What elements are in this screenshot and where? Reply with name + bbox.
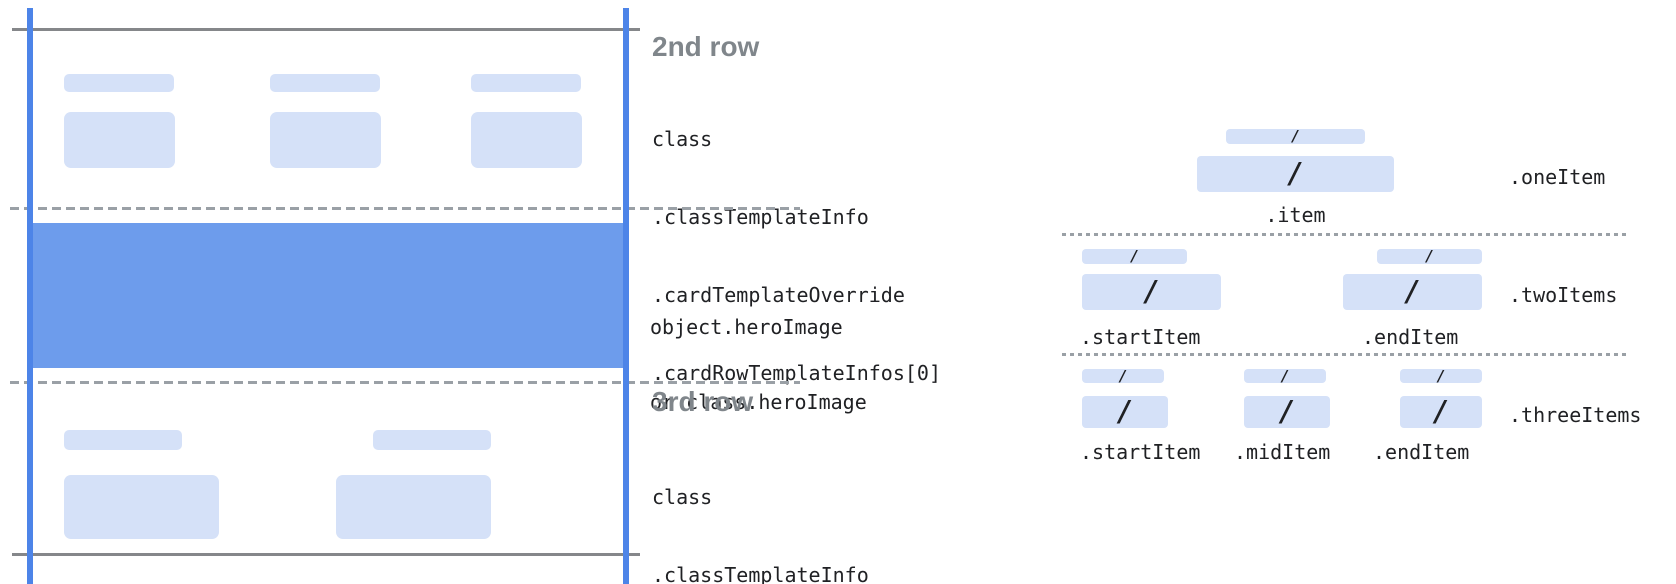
group-label-threeitems: .threeItems <box>1509 403 1642 427</box>
row2-code-line: class <box>652 127 713 151</box>
item-label: .startItem <box>1080 325 1201 349</box>
slash-glyph: / <box>1436 366 1446 385</box>
slash-glyph: / <box>1424 247 1435 265</box>
field-label-chip <box>270 74 380 92</box>
field-value-chip <box>64 475 219 539</box>
slash-glyph: / <box>1432 395 1450 428</box>
item-chip-small: / <box>1082 249 1187 264</box>
row3-code-line: .classTemplateInfo <box>652 563 869 584</box>
guide-line-left <box>27 8 33 584</box>
hero-code-block: object.heroImage or class.heroImage <box>650 266 867 464</box>
item-chip-large: / <box>1197 156 1394 192</box>
item-chip-small: / <box>1244 366 1326 385</box>
item-label: .endItem <box>1373 440 1470 464</box>
field-label-chip <box>64 74 174 92</box>
slash-glyph: / <box>1290 127 1301 145</box>
row2-heading: 2nd row <box>652 31 760 62</box>
item-chip-small: / <box>1082 366 1164 385</box>
item-chip-large: / <box>1244 396 1330 428</box>
layout-divider <box>1062 233 1630 236</box>
hero-image-band <box>33 223 629 368</box>
item-chip-small: / <box>1226 129 1365 144</box>
card-bottom-border <box>12 553 640 556</box>
field-label-chip <box>373 430 491 450</box>
row-divider-top <box>10 207 800 210</box>
field-value-chip <box>471 112 582 168</box>
field-label-chip <box>64 430 182 450</box>
field-value-chip <box>336 475 491 539</box>
slash-glyph: / <box>1280 366 1290 385</box>
guide-line-right <box>623 8 629 584</box>
item-chip-small: / <box>1400 366 1482 385</box>
item-chip-large: / <box>1400 396 1482 428</box>
slash-glyph: / <box>1404 275 1421 308</box>
item-label: .startItem <box>1080 440 1201 464</box>
slash-glyph: / <box>1278 395 1296 428</box>
group-label-twoitems: .twoItems <box>1509 283 1618 307</box>
hero-code-line: or class.heroImage <box>650 390 867 414</box>
item-chip-large: / <box>1082 274 1221 310</box>
hero-code-line: object.heroImage <box>650 315 843 339</box>
slash-glyph: / <box>1118 366 1128 385</box>
row3-code-line: class <box>652 485 713 509</box>
item-label: .midItem <box>1234 440 1331 464</box>
row3-code-block: class .classTemplateInfo .cardTemplateOv… <box>652 434 941 584</box>
card-top-border <box>12 28 640 31</box>
row2-code-line: .cardTemplateOverride <box>652 283 905 307</box>
row-divider-bottom <box>10 381 800 384</box>
field-value-chip <box>64 112 175 168</box>
item-chip-small: / <box>1377 249 1482 264</box>
row3-heading: 3rd row <box>652 386 754 417</box>
group-label-oneitem: .oneItem <box>1509 165 1606 189</box>
item-label: .item <box>1265 203 1326 227</box>
item-chip-large: / <box>1082 396 1168 428</box>
layout-divider <box>1062 353 1630 356</box>
field-value-chip <box>270 112 381 168</box>
item-label: .endItem <box>1362 325 1459 349</box>
slash-glyph: / <box>1143 275 1160 308</box>
item-chip-large: / <box>1343 274 1482 310</box>
slash-glyph: / <box>1116 395 1134 428</box>
field-label-chip <box>471 74 581 92</box>
slash-glyph: / <box>1129 247 1140 265</box>
slash-glyph: / <box>1287 157 1304 190</box>
